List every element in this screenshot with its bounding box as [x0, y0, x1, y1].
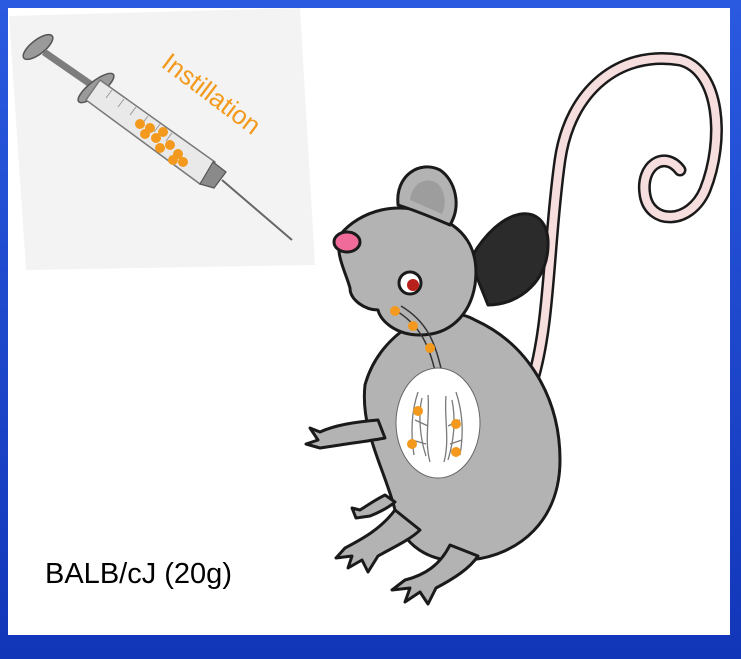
mouse-back-ear — [470, 214, 548, 305]
mouse-strain-label: BALB/cJ (20g) — [45, 558, 232, 591]
mouse-hind-leg — [336, 510, 420, 572]
mouse-nose — [334, 232, 360, 252]
syringe-panel: Instillation — [9, 8, 315, 270]
mouse-illustration — [306, 58, 716, 604]
lung-xray-icon — [396, 368, 480, 478]
